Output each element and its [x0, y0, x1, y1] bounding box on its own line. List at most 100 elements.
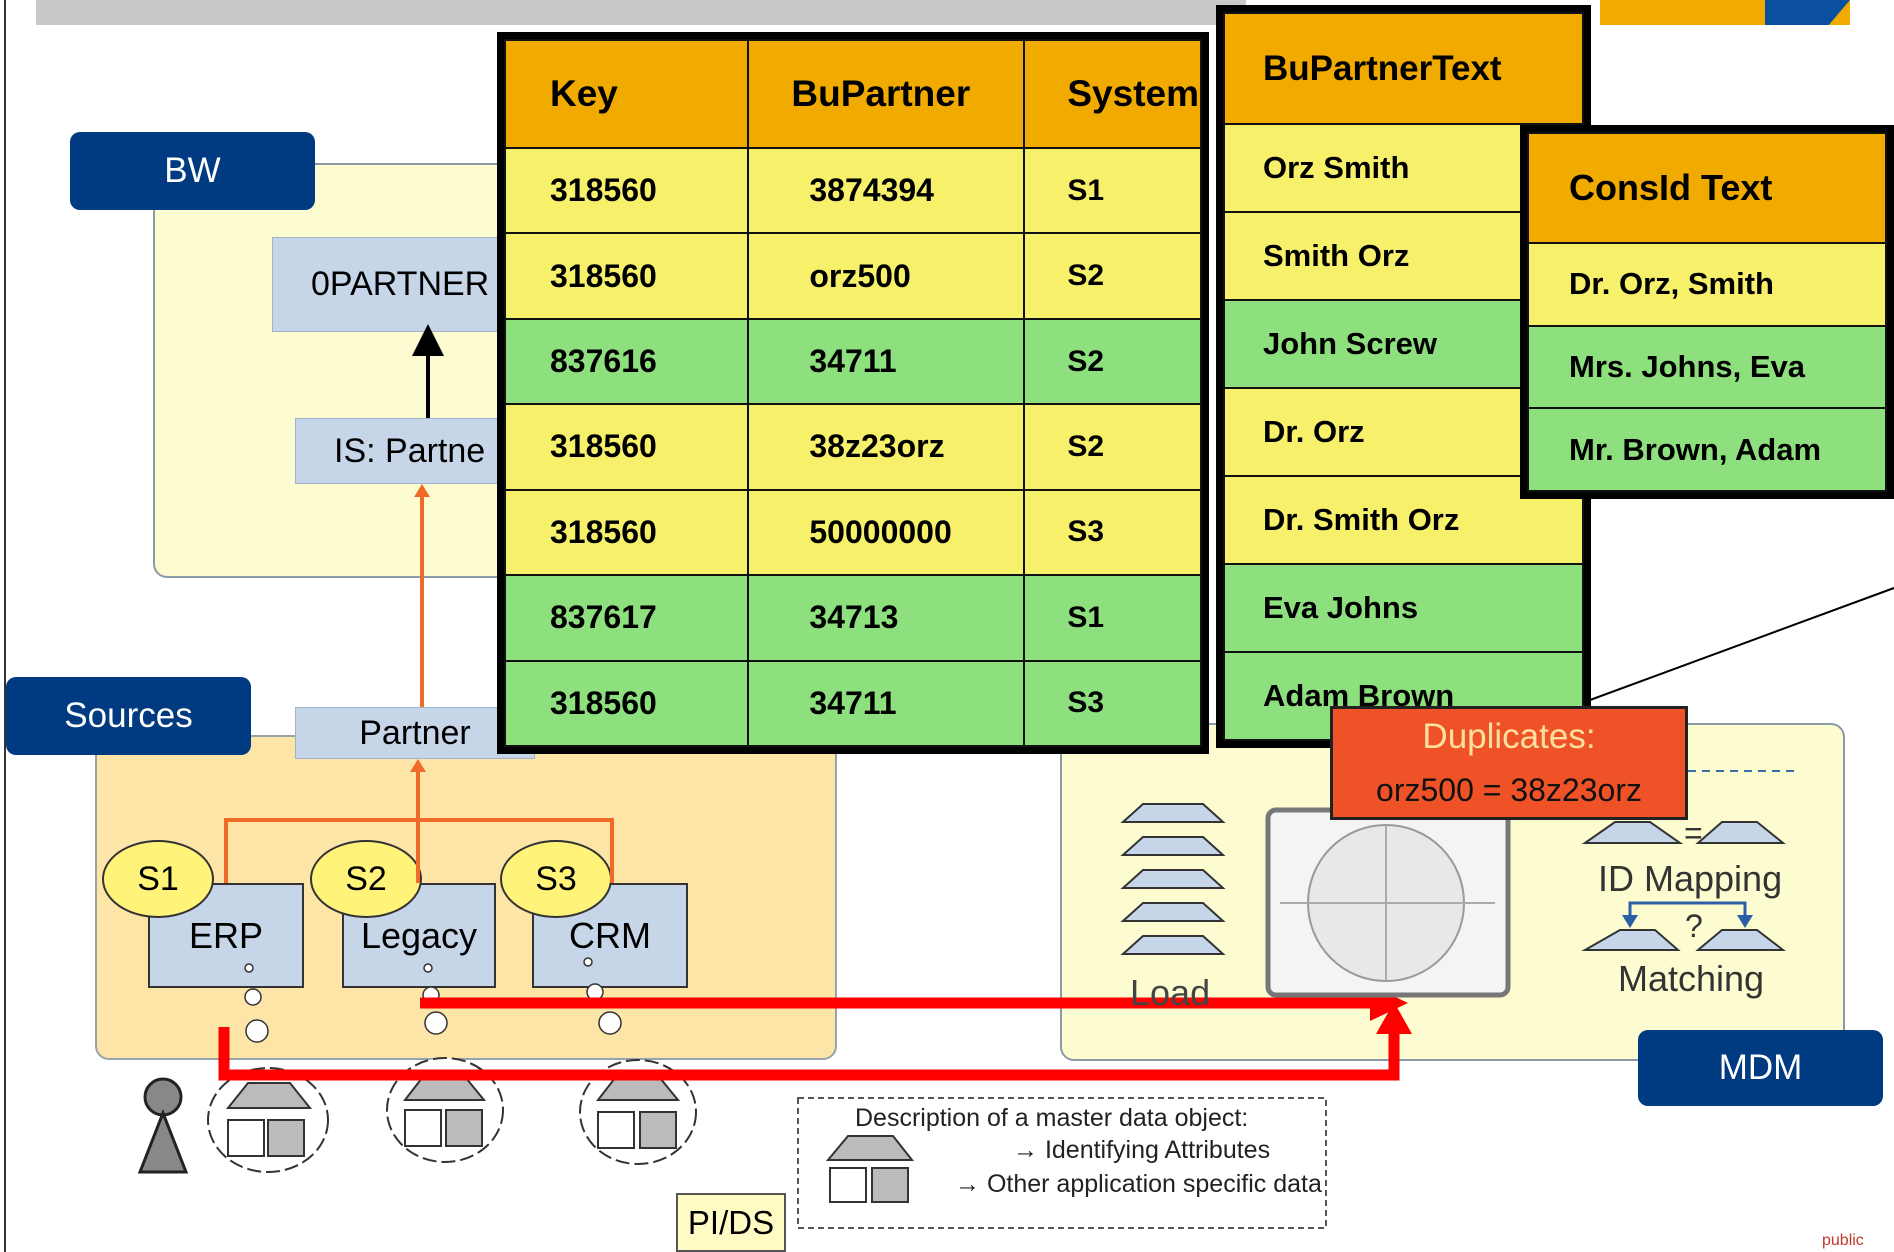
- cell-key: 837616: [503, 317, 750, 406]
- table-header-row: Key BuPartner System: [503, 39, 1202, 149]
- s2-oval: S2: [310, 840, 422, 918]
- table-row: Eva Johns: [1223, 563, 1584, 653]
- cell-key: 318560: [503, 232, 750, 320]
- red-load-arrow-bottom: [218, 1027, 1400, 1081]
- load-stack-icon: [1120, 803, 1226, 955]
- column-header-consid: ConsId Text: [1527, 132, 1887, 244]
- cell-key: 318560: [503, 403, 750, 491]
- cell-system: S2: [1023, 403, 1202, 491]
- duplicates-box: Duplicates: orz500 = 38z23orz: [1330, 706, 1688, 820]
- cell-bupartner: 50000000: [747, 488, 1026, 577]
- description-box-border: [797, 1097, 1327, 1229]
- cell-bupartner: 38z23orz: [747, 403, 1026, 491]
- pids-text: PI/DS: [687, 1203, 775, 1241]
- cell-system: S3: [1023, 488, 1202, 577]
- table-row: Dr. Orz, Smith: [1527, 242, 1887, 327]
- partner-box: Partner: [295, 707, 535, 759]
- public-label: public: [1822, 1232, 1864, 1249]
- matching-arrowhead-left: [1622, 915, 1638, 928]
- description-house-icon: [825, 1135, 915, 1203]
- cell-consid-text: Mrs. Johns, Eva: [1527, 324, 1887, 410]
- description-line-3: → Other application specific data: [955, 1170, 1322, 1198]
- s1-oval: S1: [102, 840, 214, 918]
- is-partner-label: IS: Partne: [334, 431, 486, 470]
- cell-bupartner: orz500: [747, 232, 1026, 320]
- cell-system: S3: [1023, 659, 1202, 748]
- id-mapping-icon: [1581, 821, 1786, 951]
- bw-label: BW: [70, 132, 315, 210]
- opartner-label: 0PARTNER: [311, 265, 490, 303]
- cell-key: 318560: [503, 488, 750, 577]
- table-row: Mrs. Johns, Eva: [1527, 324, 1887, 410]
- cell-system: S2: [1023, 232, 1202, 320]
- erp-bubble-large: [245, 1019, 269, 1043]
- cell-key: 318560: [503, 146, 750, 235]
- legacy-bubble-small: [423, 963, 433, 973]
- load-label: Load: [1130, 972, 1211, 1013]
- matching-arrowhead-right: [1737, 915, 1753, 928]
- erp-bubble-small: [244, 963, 254, 973]
- is-partner-box: IS: Partne: [295, 418, 515, 484]
- table-row: Dr. Smith Orz: [1223, 475, 1584, 565]
- duplicates-title: Duplicates:: [1422, 716, 1596, 756]
- column-header-key: Key: [503, 39, 750, 149]
- description-line-2: → Identifying Attributes: [1013, 1136, 1271, 1164]
- s3-oval: S3: [500, 840, 612, 918]
- opartner-box: 0PARTNER: [272, 237, 512, 332]
- crm-bubble-small: [583, 957, 593, 967]
- cell-key: 837617: [503, 574, 750, 662]
- bw-container: [153, 163, 558, 578]
- cell-bupartner: 34713: [747, 574, 1026, 662]
- slide-border: [4, 0, 6, 1252]
- column-header-system: System: [1023, 39, 1202, 149]
- column-header-bupartnertext: BuPartnerText: [1223, 12, 1584, 125]
- id-mapping-label: ID Mapping: [1598, 858, 1783, 899]
- legacy-to-partner-arrowhead: [410, 759, 426, 772]
- sources-label: Sources: [6, 677, 251, 755]
- cell-consid-text: Mr. Brown, Adam: [1527, 407, 1887, 492]
- matching-bracket-left: [1628, 901, 1747, 919]
- cell-bupartner: 34711: [747, 659, 1026, 748]
- column-header-bupartner: BuPartner: [747, 39, 1026, 149]
- partner-to-is-arrowhead: [414, 484, 430, 497]
- table-header-row: BuPartnerText: [1223, 12, 1584, 125]
- title-bar: [36, 0, 1246, 25]
- pids-label: PI/DS: [676, 1193, 786, 1252]
- connector-slant: [1589, 587, 1894, 701]
- cell-bupartner: 34711: [747, 317, 1026, 406]
- cell-bupartner-text: Dr. Smith Orz: [1223, 475, 1584, 565]
- crm-bubble-large: [598, 1011, 622, 1035]
- equals-sign: =: [1684, 815, 1703, 851]
- cell-system: S2: [1023, 317, 1202, 406]
- table-header-row: ConsId Text: [1527, 132, 1887, 244]
- erp-bubble-mid: [244, 988, 262, 1006]
- cell-bupartner-text: Eva Johns: [1223, 563, 1584, 653]
- cell-system: S1: [1023, 146, 1202, 235]
- matching-label: Matching: [1618, 958, 1765, 999]
- cell-consid-text: Dr. Orz, Smith: [1527, 242, 1887, 327]
- duplicates-text: orz500 = 38z23orz: [1376, 772, 1642, 809]
- question-sign: ?: [1685, 908, 1703, 944]
- legacy-bubble-large: [424, 1011, 448, 1035]
- red-load-arrowhead-bottom: [1376, 1002, 1412, 1034]
- cell-bupartner: 3874394: [747, 146, 1026, 235]
- cell-system: S1: [1023, 574, 1202, 662]
- user-person-icon: [137, 1077, 189, 1174]
- cell-key: 318560: [503, 659, 750, 748]
- description-line-1: Description of a master data object:: [855, 1104, 1249, 1132]
- mdm-label: MDM: [1638, 1030, 1883, 1106]
- table-row: Mr. Brown, Adam: [1527, 407, 1887, 492]
